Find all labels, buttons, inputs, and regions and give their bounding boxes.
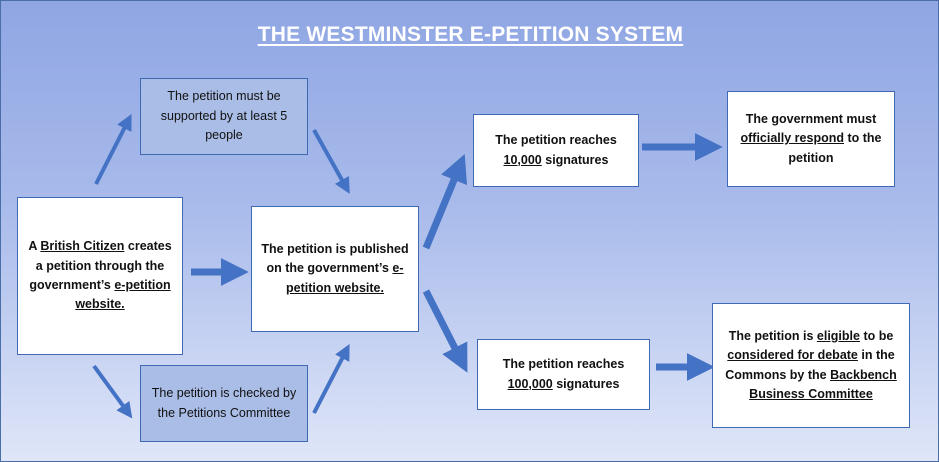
- arrow-published-to-10k: [422, 153, 468, 250]
- reaches-10000-text-3: signatures: [541, 152, 609, 167]
- debate-text-3: to be: [859, 328, 894, 343]
- respond-text-2: officially respond: [740, 131, 845, 146]
- box-eligible-debate: The petition is eligible to be considere…: [712, 303, 910, 428]
- arrow-supported-to-published: [312, 129, 350, 194]
- debate-text-4: considered for debate: [727, 348, 858, 363]
- reaches-10000-value: 10,000: [503, 152, 542, 167]
- debate-text-1: The petition is: [728, 328, 817, 343]
- checked-text: The petition is checked by the Petitions…: [151, 386, 297, 420]
- box-reaches-100000: The petition reaches 100,000 signatures: [477, 339, 650, 410]
- supported-text: The petition must be supported by at lea…: [160, 89, 288, 143]
- box-published: The petition is published on the governm…: [251, 206, 419, 332]
- citizen-text: A British Citizen creates a petition thr…: [26, 237, 174, 315]
- respond-text: The government must officially respond t…: [736, 110, 886, 168]
- published-text-1: The petition is published on the governm…: [261, 241, 409, 276]
- debate-text: The petition is eligible to be considere…: [721, 327, 901, 405]
- published-text: The petition is published on the governm…: [260, 240, 410, 298]
- debate-text-2: eligible: [816, 328, 860, 343]
- reaches-100000-text: The petition reaches 100,000 signatures: [486, 355, 641, 394]
- citizen-text-3: creates a petition through the governmen…: [29, 239, 172, 292]
- arrow-published-to-100k: [422, 289, 468, 373]
- box-supported: The petition must be supported by at lea…: [140, 78, 308, 155]
- box-reaches-10000: The petition reaches 10,000 signatures: [473, 114, 639, 187]
- arrow-citizen-to-supported: [94, 114, 132, 185]
- diagram-title: THE WESTMINSTER E-PETITION SYSTEM: [257, 23, 684, 46]
- reaches-100000-value: 100,000: [507, 376, 553, 391]
- debate-text-6: Backbench Business Committee: [749, 367, 897, 401]
- citizen-text-4: e-petition website.: [75, 278, 171, 312]
- respond-text-1: The government must: [745, 111, 877, 126]
- citizen-text-2: British Citizen: [40, 239, 125, 254]
- box-citizen: A British Citizen creates a petition thr…: [17, 197, 183, 355]
- reaches-10000-text-1: The petition reaches: [495, 133, 617, 148]
- box-checked: The petition is checked by the Petitions…: [140, 365, 308, 442]
- reaches-100000-text-3: signatures: [552, 376, 620, 391]
- reaches-100000-text-1: The petition reaches: [502, 357, 625, 372]
- arrow-citizen-to-checked: [92, 364, 133, 419]
- published-text-2: e-petition website.: [286, 261, 404, 295]
- citizen-text-1: A: [28, 239, 41, 254]
- debate-text-5: in the Commons by the: [725, 348, 895, 382]
- box-government-respond: The government must officially respond t…: [727, 91, 895, 187]
- respond-text-3: to the petition: [788, 131, 882, 165]
- reaches-10000-text: The petition reaches 10,000 signatures: [482, 131, 630, 170]
- arrow-checked-to-published: [312, 344, 350, 414]
